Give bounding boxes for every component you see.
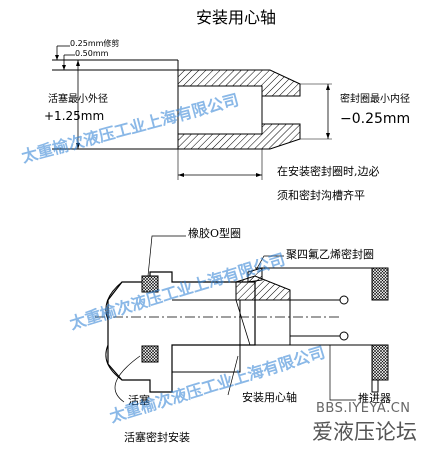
site-url: BBS.IYEYA.CN: [316, 401, 411, 416]
piston-min-od-label: 活塞最小外径: [48, 94, 108, 105]
label-o-ring: 橡胶O型圈: [188, 227, 242, 240]
label-mandrel: 安装用心轴: [242, 391, 297, 404]
ptfe-seal: [247, 267, 263, 283]
installation-drawing: [95, 235, 389, 403]
o-ring-bottom: [141, 345, 159, 363]
mandrel-section-drawing: [52, 45, 332, 180]
mandrel-lower-wall: [177, 123, 301, 150]
seal-min-id-label: 密封圈最小内径: [340, 94, 410, 105]
dim-trim-label: 0.25mm修剪: [70, 39, 120, 48]
install-note-line2: 须和密封沟槽齐平: [277, 189, 365, 202]
leader-piston: [114, 355, 141, 403]
o-ring-top: [141, 275, 159, 293]
seal-tol-label: −0.25mm: [340, 111, 411, 127]
install-note-line1: 在安装密封圈时,边必: [277, 165, 380, 178]
leader-pusher: [329, 345, 356, 401]
label-pusher: 推进器: [358, 392, 391, 405]
caption-piston-seal: 活塞密封安装: [124, 431, 190, 444]
leader-mandrel: [227, 355, 239, 396]
leader-oring: [147, 235, 186, 277]
site-name: 爱液压论坛: [312, 420, 417, 444]
label-ptfe-seal: 聚四氟乙烯密封圈: [286, 248, 374, 261]
mandrel-upper-wall: [177, 69, 301, 97]
label-piston: 活塞: [128, 394, 150, 407]
dim-050-label: 0.50mm: [75, 49, 109, 58]
title-mandrel: 安装用心轴: [196, 8, 277, 27]
piston-tol-label: +1.25mm: [44, 109, 105, 123]
leader-ptfe: [255, 255, 284, 271]
